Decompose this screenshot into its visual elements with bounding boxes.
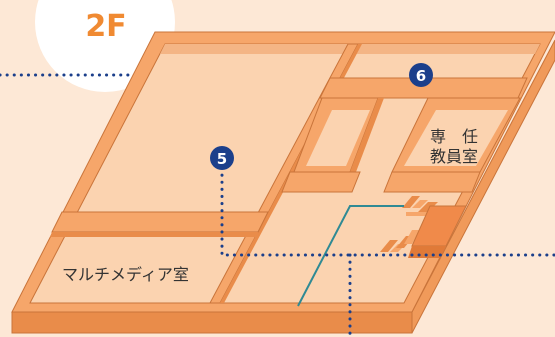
route-line-5 <box>220 166 555 337</box>
marker-6-number: 6 <box>416 67 426 85</box>
stairwell-path <box>297 205 404 307</box>
room-label-staff-line2: 教員室 <box>430 147 478 166</box>
marker-6[interactable]: 6 <box>409 63 433 87</box>
staircase-lower <box>380 230 420 252</box>
room-label-staff-line1: 専 任 <box>430 127 478 146</box>
marker-5-number: 5 <box>217 150 227 168</box>
room-label-multimedia: マルチメディア室 <box>62 265 189 284</box>
building-2f <box>11 31 555 334</box>
marker-5[interactable]: 5 <box>210 146 234 170</box>
floor-label: 2F <box>85 9 126 44</box>
